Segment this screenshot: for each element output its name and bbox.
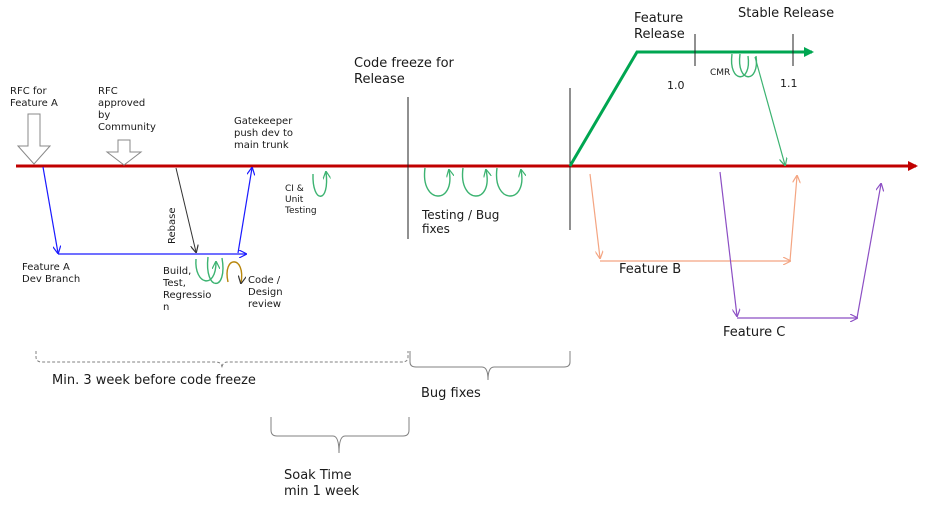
code-freeze-label: Code freeze for Release — [354, 56, 454, 87]
rfc-feature-a-line-1: RFC for — [10, 86, 47, 97]
build-test-loop-2 — [206, 256, 224, 285]
cmr-merge-back-arrow — [754, 56, 785, 165]
feature-a-branch-line-1: Feature A — [22, 262, 70, 273]
cmr-label: CMR — [710, 68, 731, 78]
soak-time-line-1: Soak Time — [284, 468, 352, 483]
feature-release-line-2: Release — [634, 26, 685, 42]
code-review-label: Code / Design review — [248, 275, 283, 311]
build-test-line-3: Regressio — [163, 290, 212, 301]
gatekeeper-line-3: main trunk — [234, 140, 289, 151]
ci-testing-line-2: Unit — [285, 194, 304, 205]
gatekeeper-label: Gatekeeper push dev to main trunk — [234, 116, 293, 152]
rfc-approved-line-4: Community — [98, 122, 156, 133]
testing-bug-fixes-label: Testing / Bug fixes — [422, 208, 499, 237]
feature-b-branch-down — [589, 173, 600, 258]
rebase-label: Rebase — [167, 207, 178, 245]
ci-testing-label: CI & Unit Testing — [285, 184, 317, 216]
rfc-approved-line-1: RFC — [98, 86, 118, 97]
testing-bug-fixes-line-2: fixes — [422, 222, 450, 237]
ci-testing-line-3: Testing — [285, 205, 317, 216]
build-test-label: Build, Test, Regressio n — [163, 266, 211, 314]
version-1-1-label: 1.1 — [780, 77, 798, 90]
ci-testing-loop — [312, 172, 327, 197]
rfc-feature-a-arrow-icon — [16, 113, 52, 165]
ci-testing-line-1: CI & — [285, 184, 304, 194]
bug-fix-loop-3 — [495, 167, 522, 197]
code-review-line-3: review — [248, 299, 282, 310]
feature-a-branch-line-2: Dev Branch — [22, 274, 81, 285]
bug-fixes-label: Bug fixes — [421, 386, 481, 401]
feature-c-branch-down — [719, 171, 737, 316]
rfc-feature-a-label: RFC for Feature A — [10, 86, 58, 110]
code-freeze-line-1: Code freeze for — [354, 56, 454, 71]
feature-c-branch-up — [856, 184, 881, 319]
code-review-line-2: Design — [248, 287, 283, 298]
rfc-approved-line-3: by — [98, 110, 111, 121]
soak-time-label: Soak Time min 1 week — [284, 468, 359, 499]
release-branch-line — [568, 47, 814, 167]
rfc-approved-arrow-icon — [105, 139, 143, 166]
bug-fix-loop-2 — [461, 167, 488, 197]
feature-c-label: Feature C — [723, 325, 786, 340]
build-test-loop-1 — [195, 258, 216, 282]
soak-time-line-2: min 1 week — [284, 483, 360, 499]
gatekeeper-line-1: Gatekeeper — [234, 116, 293, 127]
feature-release-line-1: Feature — [634, 11, 684, 26]
feature-a-branch-label: Feature A Dev Branch — [22, 262, 80, 286]
build-test-line-2: Test, — [163, 278, 186, 289]
bug-fix-loop-1 — [423, 167, 450, 197]
build-test-line-1: Build, — [163, 266, 192, 277]
version-1-0-label: 1.0 — [667, 79, 685, 92]
gatekeeper-line-2: push dev to — [234, 128, 294, 139]
feature-b-branch-up — [789, 176, 797, 262]
code-freeze-line-2: Release — [354, 71, 405, 87]
testing-bug-fixes-line-1: Testing / Bug — [422, 208, 500, 222]
rebase-arrow — [175, 167, 196, 252]
min-3-week-label: Min. 3 week before code freeze — [52, 373, 256, 388]
brace-min-3-week — [35, 351, 409, 369]
feature-a-branch-up — [237, 168, 252, 254]
rfc-approved-line-2: approved — [98, 98, 146, 109]
build-test-line-4: n — [163, 302, 170, 313]
feature-release-label: Feature Release — [634, 11, 685, 42]
rfc-approved-label: RFC approved by Community — [98, 86, 156, 134]
feature-b-label: Feature B — [619, 262, 682, 277]
brace-bug-fixes — [409, 351, 571, 381]
cmr-loop — [730, 53, 750, 78]
code-review-line-1: Code / — [248, 275, 281, 286]
feature-a-branch-down — [42, 166, 58, 253]
brace-soak-time — [270, 417, 410, 454]
stable-release-label: Stable Release — [738, 6, 835, 21]
code-review-loop — [226, 261, 242, 283]
rfc-feature-a-line-2: Feature A — [10, 98, 58, 109]
